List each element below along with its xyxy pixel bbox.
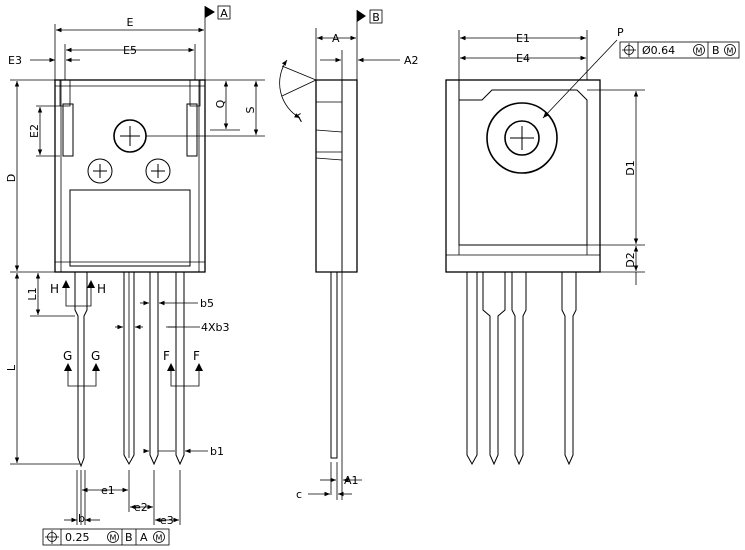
section-G-right: G <box>91 349 100 363</box>
dim-Q-label: Q <box>214 99 227 108</box>
section-G: G G <box>63 349 100 387</box>
back-position-icon <box>622 43 636 57</box>
dim-E5: E5 <box>64 44 196 80</box>
dim-E: E <box>54 6 206 80</box>
dim-E3-label: E3 <box>8 54 22 67</box>
dim-e1-label: e1 <box>101 484 115 497</box>
front-view: E A E5 E3 E2 <box>5 5 265 546</box>
svg-text:M: M <box>696 47 703 56</box>
back-tolerance-frame: Ø0.64 M B M <box>619 41 740 59</box>
back-mounting-hole <box>486 102 558 174</box>
front-tol-mmc-icon: M <box>107 531 119 543</box>
draft-angle: T <box>279 59 317 127</box>
dim-A2: A2 <box>320 50 419 80</box>
dim-side-A-label: A <box>332 32 340 45</box>
dim-Q: Q <box>205 79 265 131</box>
dim-A1-label: A1 <box>344 474 359 487</box>
dim-L1-label: L1 <box>26 287 39 300</box>
datum-B-label: B <box>372 11 380 24</box>
dim-b-label: b <box>78 512 85 525</box>
back-tol-ref: B <box>712 44 720 57</box>
right-slot <box>186 103 198 157</box>
front-tol-value: 0.25 <box>65 531 90 544</box>
dim-L-label: L <box>5 364 18 371</box>
dim-L1: L1 <box>26 273 75 317</box>
front-tol-ref1: B <box>125 531 133 544</box>
dim-D2-label: D2 <box>624 252 637 267</box>
dim-b3: 4Xb3 <box>115 321 230 334</box>
dim-e1: e1 <box>80 470 130 525</box>
dim-E2: E2 <box>28 105 60 157</box>
dim-P-label: P <box>617 26 624 39</box>
dim-D-label: D <box>5 174 18 182</box>
dim-E4-label: E4 <box>516 52 530 65</box>
front-tol-ref2: A <box>140 531 148 544</box>
dim-b3-label: 4Xb3 <box>201 321 230 334</box>
dim-c-label: c <box>296 488 302 501</box>
back-tol-mmc-icon: M <box>693 44 705 56</box>
section-H-right: H <box>97 282 106 296</box>
datum-A-label: A <box>220 7 228 20</box>
side-package-body <box>315 79 358 273</box>
side-view: B A A2 T A1 <box>279 9 419 501</box>
dim-b5: b5 <box>140 290 214 310</box>
back-view: E1 E4 P Ø0.64 M B <box>445 26 740 466</box>
dim-E3: E3 <box>8 54 80 67</box>
datum-B-flag: B <box>356 9 383 80</box>
front-package-body <box>54 79 206 273</box>
svg-text:M: M <box>727 47 734 56</box>
dim-b1: b1 <box>143 445 224 458</box>
dim-A1: A1 <box>320 272 362 500</box>
section-F-right: F <box>193 349 200 363</box>
dim-e3-label: e3 <box>160 514 174 527</box>
dim-S: S <box>146 81 265 137</box>
dim-e2: e2 <box>130 470 155 525</box>
dim-side-A: A <box>315 28 356 80</box>
draft-angle-label: T <box>293 111 306 126</box>
dim-b: b <box>64 470 100 525</box>
datum-A-flag: A <box>205 5 231 20</box>
dim-e3: e3 <box>155 470 181 527</box>
section-G-left: G <box>63 349 72 363</box>
dim-e2-label: e2 <box>134 501 148 514</box>
position-tolerance-icon <box>45 530 59 544</box>
front-tol-mmc-icon-2: M <box>153 531 165 543</box>
dim-D: D <box>5 79 55 273</box>
dim-b1-label: b1 <box>210 445 224 458</box>
dim-P: P <box>542 26 624 119</box>
svg-text:M: M <box>156 534 163 543</box>
left-slot <box>62 103 74 157</box>
right-ejector-pin <box>145 158 171 184</box>
front-tolerance-frame: 0.25 M B A M <box>42 528 170 546</box>
left-ejector-pin <box>87 158 113 184</box>
back-tol-value: Ø0.64 <box>642 44 675 57</box>
back-leads <box>466 272 577 466</box>
section-F-left: F <box>163 349 170 363</box>
front-leads <box>74 272 185 468</box>
section-F: F F <box>163 349 203 387</box>
dim-L: L <box>5 273 80 465</box>
dim-D2: D2 <box>600 246 645 285</box>
dim-D1-label: D1 <box>624 160 637 175</box>
dim-E5-label: E5 <box>123 44 137 57</box>
molded-window <box>69 189 191 267</box>
side-lead <box>330 272 338 459</box>
back-package-body <box>445 79 601 273</box>
svg-text:M: M <box>110 534 117 543</box>
section-H: H H <box>50 280 106 307</box>
dim-E1: E1 <box>458 30 588 80</box>
dim-A2-label: A2 <box>404 54 419 67</box>
dim-D1: D1 <box>587 89 645 246</box>
back-tol-mmc-icon-2: M <box>724 44 736 56</box>
dim-b5-label: b5 <box>200 297 214 310</box>
dim-E2-label: E2 <box>28 124 41 138</box>
dim-E1-label: E1 <box>516 32 530 45</box>
dim-E4: E4 <box>460 52 586 65</box>
dim-E-label: E <box>127 16 134 29</box>
dim-c: c <box>296 488 352 501</box>
section-H-left: H <box>50 282 59 296</box>
dim-S-label: S <box>244 106 257 113</box>
